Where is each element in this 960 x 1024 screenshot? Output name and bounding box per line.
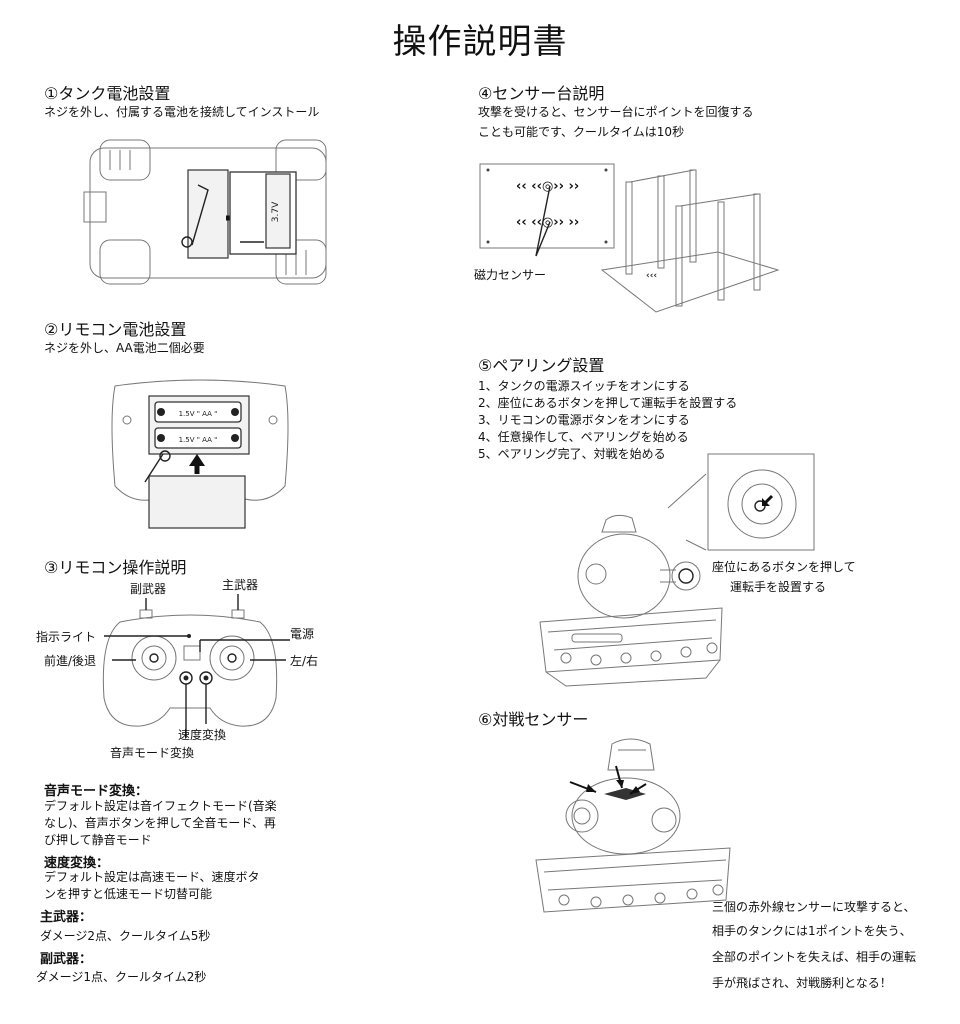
note-speed-line-2: ンを押すと低速モード切替可能 [44,887,213,901]
section-4-line-1: 攻撃を受けると、センサー台にポイントを回復する [478,105,754,119]
callout-line-1: 座位にあるボタンを押して [712,560,856,574]
label-magnetic-sensor: 磁力センサー [474,268,547,282]
svg-text:‹‹‹: ‹‹‹ [646,271,657,281]
section-4-line-2: ことも可能です、クールタイムは10秒 [478,125,685,139]
note-speed-title: 速度変換： [44,856,110,871]
battle-line-4: 手が飛ばされ、対戦勝利となる！ [712,976,892,990]
page-title: 操作説明書 [392,22,568,62]
sensor-stand-illustration: ‹‹‹ [600,169,780,313]
section-1-heading: ①タンク電池設置 [44,84,171,103]
sensor-panel-illustration: ‹‹ ‹‹◎›› ›› ‹‹ ‹‹◎›› ›› [479,163,615,257]
aa-cell-label: 1.5V " AA " [179,410,218,418]
label-forward-back: 前進/後退 [44,654,97,668]
battle-line-3: 全部のポイントを失えば、相手の運転 [712,950,917,964]
note-sound-line-1: デフォルト設定は音イフェクトモード(音楽 [44,799,277,813]
pairing-step-3: 3、リモコンの電源ボタンをオンにする [478,413,690,427]
note-secondary-title: 副武器： [40,952,93,967]
aa-cell-label: 1.5V " AA " [179,436,218,444]
svg-text:‹‹ ‹‹◎›› ››: ‹‹ ‹‹◎›› ›› [516,179,579,194]
section-2-desc: ネジを外し、AA電池二個必要 [44,341,205,355]
label-secondary-weapon: 副武器 [130,582,167,596]
pairing-step-2: 2、座位にあるボタンを押して運転手を設置する [478,396,738,410]
section-3-heading: ③リモコン操作説明 [44,558,187,577]
note-sound-line-3: び押して静音モード [44,833,152,847]
section-2-heading: ②リモコン電池設置 [44,320,187,339]
note-primary-line: ダメージ2点、クールタイム5秒 [40,929,211,943]
remote-controller-diagram [102,609,278,727]
note-speed-line-1: デフォルト設定は高速モード、速度ボタ [44,870,260,884]
label-primary-weapon: 主武器 [222,578,259,592]
note-secondary-line: ダメージ1点、クールタイム2秒 [36,970,207,984]
pairing-step-4: 4、任意操作して、ペアリングを始める [478,430,689,444]
label-sound-mode-switch: 音声モード変換 [110,746,195,760]
section-5-heading: ⑤ペアリング設置 [478,356,605,375]
pairing-step-1: 1、タンクの電源スイッチをオンにする [478,379,690,393]
section-1-desc: ネジを外し、付属する電池を接続してインストール [44,105,320,119]
tank-pairing-illustration [539,514,723,687]
tank-battery-illustration: 3.7V [83,139,327,285]
label-speed-switch: 速度変換 [178,728,227,742]
note-sound-line-2: なし)、音声ボタンを押して全音モード、再 [44,816,276,830]
pairing-step-5: 5、ペアリング完了、対戦を始める [478,447,666,461]
tank-battery-voltage: 3.7V [271,201,281,222]
label-power: 電源 [290,627,315,641]
driver-seat-closeup [707,453,815,551]
battle-line-2: 相手のタンクには1ポイントを失う、 [712,924,912,938]
battle-tank-illustration [535,738,731,913]
svg-text:‹‹ ‹‹◎›› ››: ‹‹ ‹‹◎›› ›› [516,215,579,230]
label-left-right: 左/右 [290,654,319,668]
section-4-heading: ④センサー台説明 [478,84,605,103]
callout-line-2: 運転手を設置する [730,580,827,594]
section-6-heading: ⑥対戦センサー [478,710,589,729]
note-primary-title: 主武器： [40,910,93,925]
label-indicator-light: 指示ライト [36,630,97,644]
note-sound-title: 音声モード変換： [44,784,149,799]
battle-line-1: 三個の赤外線センサーに攻撃すると、 [712,900,916,914]
remote-battery-illustration: 1.5V " AA " 1.5V " AA " [111,379,289,529]
